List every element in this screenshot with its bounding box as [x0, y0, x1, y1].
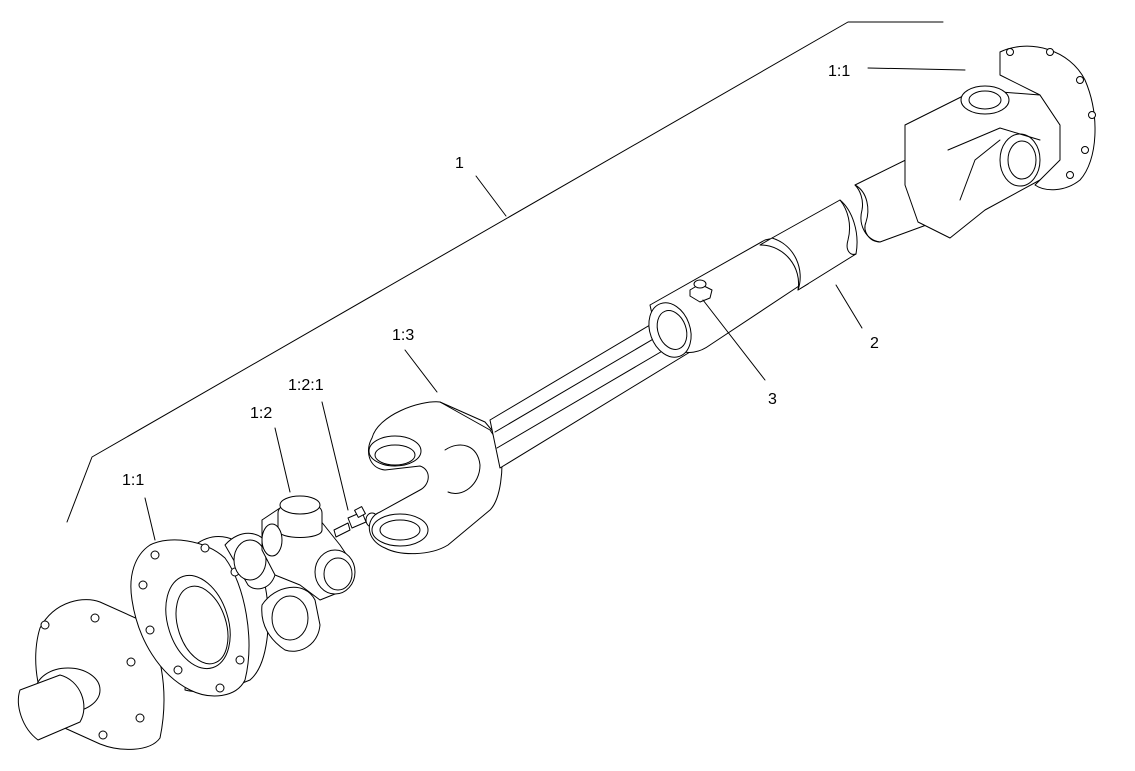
- leader-yoke: [404, 349, 438, 393]
- leader-tube: [835, 284, 863, 329]
- callout-flange-left: 1:1: [122, 472, 144, 489]
- companion-flange-right: [999, 45, 1096, 191]
- slip-yoke: [368, 401, 503, 555]
- callout-spider-grease-fitting: 1:2:1: [288, 377, 324, 394]
- callout-spider-kit: 1:2: [250, 405, 272, 422]
- leader-spider: [274, 427, 291, 493]
- assembly-bracket: [66, 21, 944, 523]
- leader-spider-fitting: [321, 401, 349, 511]
- callout-labels: 1 1:1 1:1 1:2 1:2:1 1:3 2 3: [122, 63, 879, 489]
- leader-lines: [144, 67, 966, 541]
- callout-tube: 2: [870, 335, 879, 352]
- callout-assembly: 1: [455, 155, 464, 172]
- callout-slip-grease-fitting: 3: [768, 391, 777, 408]
- leader-flange-right: [867, 67, 966, 71]
- leader-flange-left: [144, 497, 156, 541]
- companion-flange-left: [130, 532, 321, 697]
- right-u-joint: [904, 85, 1063, 239]
- callout-yoke: 1:3: [392, 327, 414, 344]
- leader-slip-fitting: [702, 299, 766, 381]
- callout-flange-right: 1:1: [828, 63, 850, 80]
- mating-flange-left: [17, 599, 165, 750]
- slip-sleeve: [648, 236, 810, 358]
- spider-cross-kit: [261, 495, 356, 601]
- slip-grease-fitting: [689, 279, 713, 303]
